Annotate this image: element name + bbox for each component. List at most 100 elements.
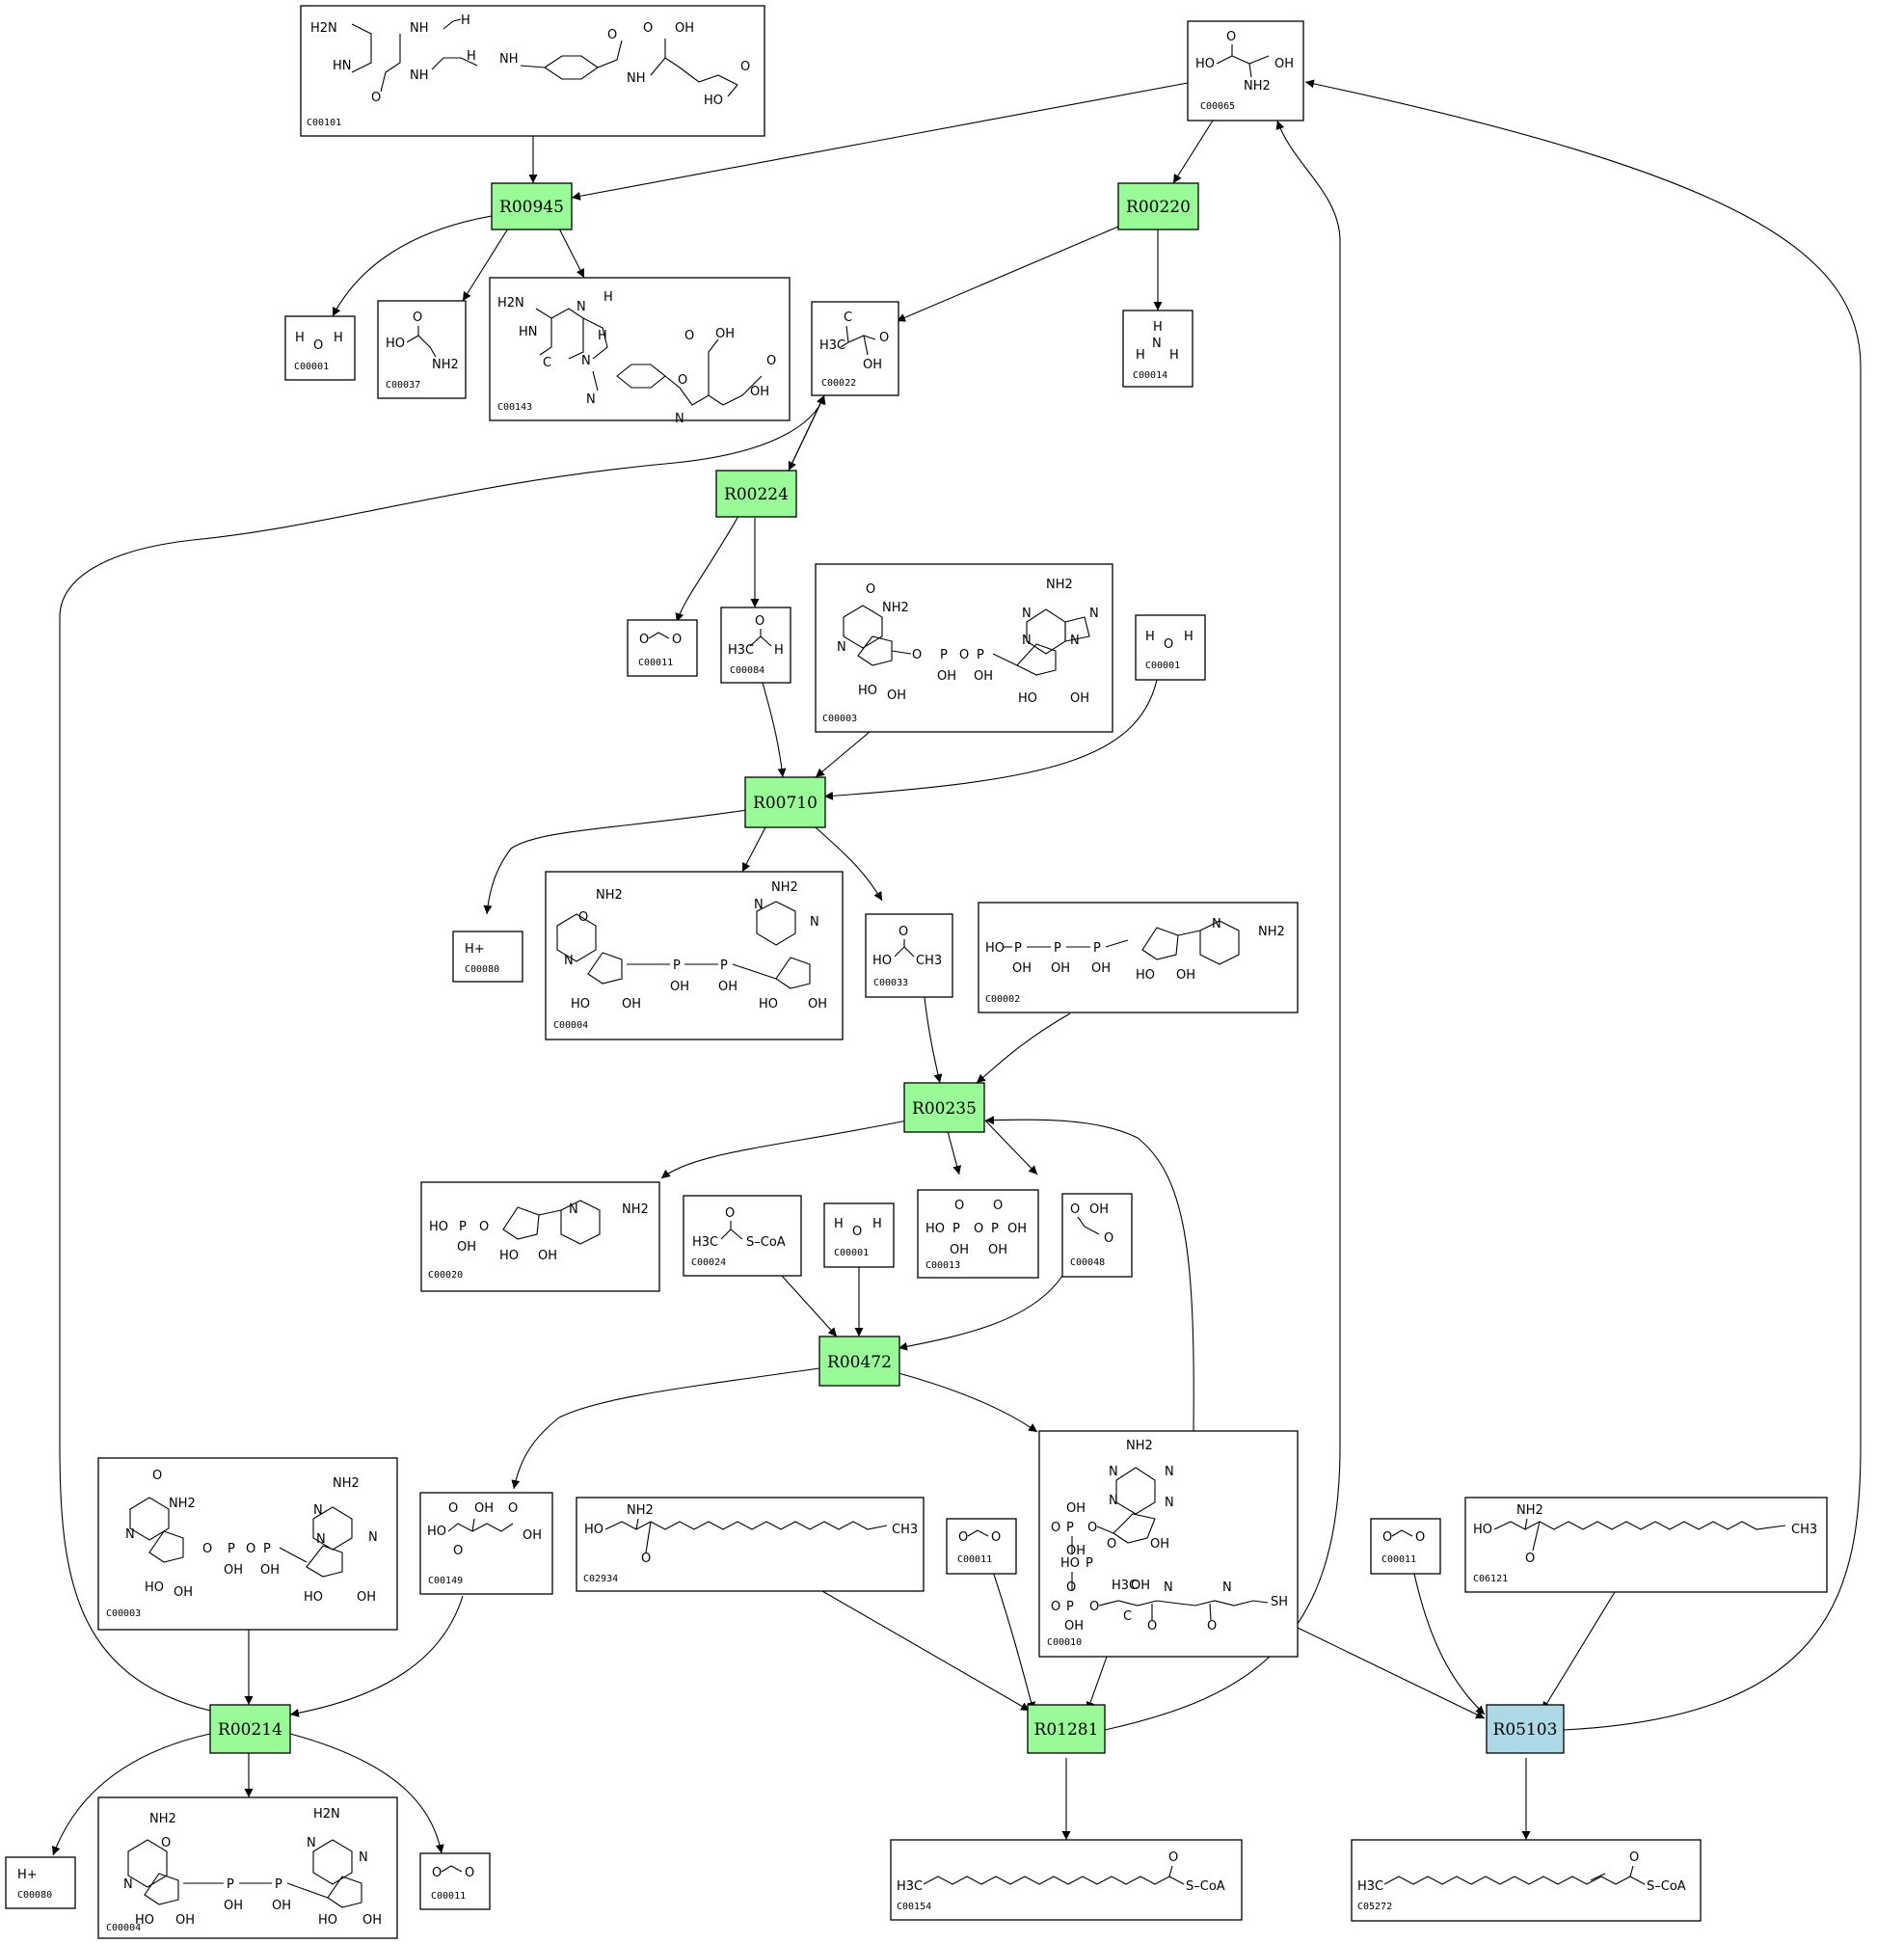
compound-C00101[interactable]: H2N HN O NH NH H H NH NH O O OH O HO C00…: [300, 5, 765, 137]
compound-C00011[interactable]: O O C00011: [627, 619, 698, 677]
compound-C00048[interactable]: O OH O C00048: [1061, 1193, 1133, 1278]
reaction-box[interactable]: [715, 470, 797, 518]
svg-text:HO: HO: [1473, 1523, 1492, 1537]
edge: [992, 1571, 1035, 1712]
compound-box[interactable]: [1187, 20, 1304, 122]
compound-C00037[interactable]: O HO NH2 C00037: [377, 300, 467, 399]
compound-C00024[interactable]: O H3C S–CoA C00024: [683, 1195, 802, 1277]
compound-C00003[interactable]: O NH2 N HO OH O P O P OH OH NH2 N N N N …: [815, 563, 1113, 733]
compound-box[interactable]: [97, 1796, 398, 1939]
svg-text:S–CoA: S–CoA: [1647, 1879, 1686, 1894]
svg-text:O: O: [725, 1206, 735, 1221]
svg-text:O: O: [641, 1552, 651, 1566]
molecule-structure: O O: [639, 632, 682, 647]
compound-box[interactable]: [811, 301, 899, 396]
compound-box[interactable]: [890, 1839, 1243, 1921]
compound-box[interactable]: [1038, 1430, 1299, 1658]
compound-box[interactable]: [1370, 1518, 1441, 1575]
compound-C06121[interactable]: NH2 HO O CH3 C06121: [1464, 1497, 1828, 1593]
compound-C00143[interactable]: H2N HN C N H H N N O N O OH O OH C00143: [489, 277, 791, 426]
compound-box[interactable]: [545, 871, 844, 1040]
compound-box[interactable]: [815, 563, 1113, 733]
reaction-box[interactable]: [744, 776, 826, 828]
compound-box[interactable]: [720, 607, 791, 684]
compound-box[interactable]: [97, 1457, 398, 1631]
compound-C00065[interactable]: O HO OH NH2 C00065: [1187, 20, 1304, 122]
compound-C05272[interactable]: O H3C S–CoA C05272: [1351, 1839, 1702, 1922]
compound-box[interactable]: [419, 1852, 491, 1910]
compound-id: C00002: [985, 994, 1020, 1005]
svg-text:S–CoA: S–CoA: [1186, 1879, 1225, 1894]
compound-C00001[interactable]: H O H C00001: [1135, 614, 1206, 681]
compound-box[interactable]: [683, 1195, 802, 1277]
svg-text:P: P: [673, 958, 681, 973]
reaction-R00945[interactable]: R00945: [491, 182, 573, 230]
compound-box[interactable]: [823, 1202, 895, 1268]
compound-C00004[interactable]: NH2 O N HO OH P P OH OH NH2 N N HO OH C0…: [545, 871, 844, 1040]
svg-text:OH: OH: [1089, 1202, 1109, 1217]
compound-C00154[interactable]: O H3C S–CoA C00154: [890, 1839, 1243, 1921]
svg-text:NH2: NH2: [596, 888, 623, 903]
compound-box[interactable]: [917, 1189, 1039, 1279]
molecule-structure: HO P OH O NH2 N HO OH: [429, 1200, 649, 1263]
compound-C00149[interactable]: O OH O HO OH O C00149: [419, 1492, 553, 1595]
compound-box[interactable]: [865, 913, 953, 998]
compound-C00014[interactable]: H N H H C00014: [1122, 310, 1193, 388]
compound-C00004[interactable]: NH2 O N HO OH P P OH OH H2N N N HO OH C0…: [97, 1796, 398, 1939]
compound-C00033[interactable]: O HO CH3 C00033: [865, 913, 953, 998]
compound-C00001[interactable]: H O H C00001: [284, 315, 356, 381]
compound-C00003[interactable]: O NH2 N HO OH O P O P OH OH NH2 N N N HO…: [97, 1457, 398, 1631]
reaction-R00214[interactable]: R00214: [209, 1704, 291, 1754]
compound-box[interactable]: [284, 315, 356, 381]
compound-C00011[interactable]: O O C00011: [946, 1518, 1017, 1575]
reaction-box[interactable]: [1027, 1704, 1106, 1754]
compound-id: C00011: [957, 1554, 992, 1565]
compound-box[interactable]: [1061, 1193, 1133, 1278]
compound-box[interactable]: [1122, 310, 1193, 388]
compound-C00011[interactable]: O O C00011: [419, 1852, 491, 1910]
compound-C00013[interactable]: O O HO P O P OH OH OH C00013: [917, 1189, 1039, 1279]
svg-text:OH: OH: [670, 980, 689, 994]
compound-C00011[interactable]: O O C00011: [1370, 1518, 1441, 1575]
reaction-R00224[interactable]: R00224: [715, 470, 797, 518]
compound-C00010[interactable]: NH2 N N N N OH O P O O OH OH HO P O O P …: [1038, 1430, 1299, 1658]
compound-C02934[interactable]: NH2 HO O CH3 C02934: [576, 1497, 925, 1592]
compound-box[interactable]: [946, 1518, 1017, 1575]
compound-C00002[interactable]: HO P P P OH OH OH NH2 N HO OH C00002: [978, 902, 1299, 1013]
reaction-R01281[interactable]: R01281: [1027, 1704, 1106, 1754]
compound-C00001[interactable]: H O H C00001: [823, 1202, 895, 1268]
edge: [1304, 79, 1862, 1731]
reaction-R05103[interactable]: R05103: [1486, 1704, 1565, 1754]
compound-box[interactable]: [420, 1181, 660, 1292]
compound-box[interactable]: [1135, 614, 1206, 681]
compound-C00080[interactable]: H+ C00080: [452, 931, 523, 983]
reaction-R00710[interactable]: R00710: [744, 776, 826, 828]
compound-box[interactable]: [452, 931, 523, 983]
compound-C00080[interactable]: H+ C00080: [5, 1856, 76, 1909]
edge: [815, 826, 883, 902]
reaction-box[interactable]: [491, 182, 573, 230]
reaction-box[interactable]: [1486, 1704, 1565, 1754]
compound-box[interactable]: [5, 1856, 76, 1909]
reaction-R00220[interactable]: R00220: [1117, 182, 1199, 230]
compound-box[interactable]: [377, 300, 467, 399]
compound-box[interactable]: [1351, 1839, 1702, 1922]
compound-box[interactable]: [419, 1492, 553, 1595]
compound-box[interactable]: [489, 277, 791, 421]
compound-C00020[interactable]: HO P OH O NH2 N HO OH C00020: [420, 1181, 660, 1292]
compound-id: C00080: [17, 1890, 52, 1901]
compound-id: C00065: [1200, 101, 1235, 112]
compound-box[interactable]: [576, 1497, 925, 1592]
reaction-R00472[interactable]: R00472: [818, 1336, 900, 1387]
reaction-box[interactable]: [1117, 182, 1199, 230]
reaction-box[interactable]: [903, 1082, 985, 1133]
reaction-box[interactable]: [209, 1704, 291, 1754]
compound-C00022[interactable]: C H3C O OH C00022: [811, 301, 899, 396]
reaction-box[interactable]: [818, 1336, 900, 1387]
compound-box[interactable]: [1464, 1497, 1828, 1593]
compound-box[interactable]: [978, 902, 1299, 1013]
compound-box[interactable]: [627, 619, 698, 677]
compound-box[interactable]: [300, 5, 765, 137]
compound-C00084[interactable]: O H3C H C00084: [720, 607, 791, 684]
reaction-R00235[interactable]: R00235: [903, 1082, 985, 1133]
